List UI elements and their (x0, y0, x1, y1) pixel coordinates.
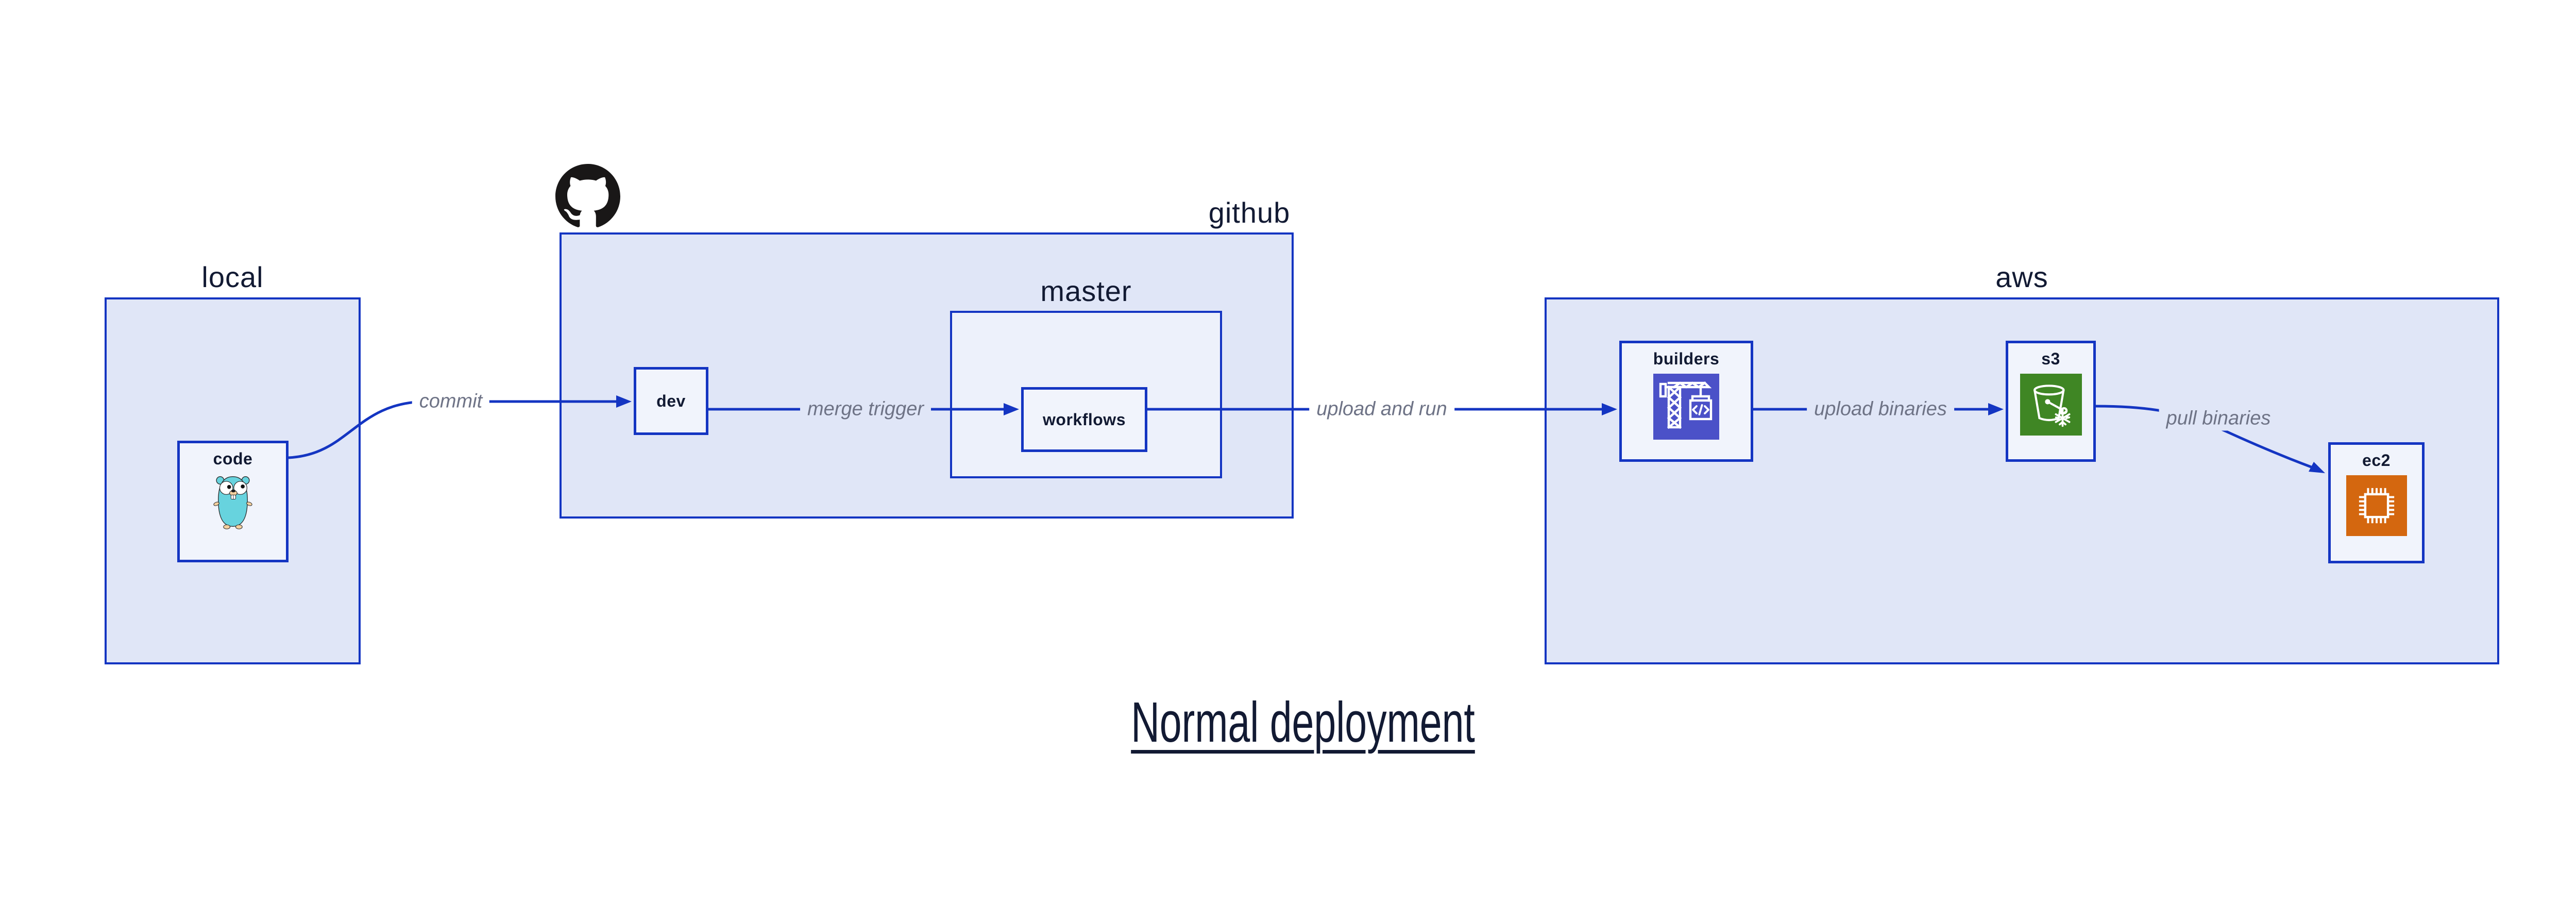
node-dev-label: dev (656, 391, 686, 410)
node-ec2: ec2 (2328, 442, 2425, 563)
edge-label-merge-trigger: merge trigger (800, 397, 931, 422)
container-master-label: master (1040, 275, 1132, 307)
node-builders: builders (1619, 341, 1753, 462)
edge-label-upload-binaries: upload binaries (1807, 397, 1954, 422)
container-local-label: local (201, 261, 264, 293)
node-workflows: workflows (1021, 387, 1147, 452)
aws-s3-glacier-icon (2020, 374, 2082, 436)
container-github-label: github (1208, 196, 1291, 229)
node-ec2-label: ec2 (2362, 451, 2391, 470)
node-code-label: code (213, 449, 253, 468)
node-workflows-label: workflows (1043, 410, 1126, 429)
node-code: code (177, 441, 289, 562)
aws-ec2-icon (2346, 475, 2407, 536)
edge-label-pull-binaries: pull binaries (2159, 406, 2278, 431)
node-dev: dev (634, 367, 708, 435)
container-aws-label: aws (1995, 261, 2048, 293)
aws-codebuild-icon (1653, 374, 1719, 440)
github-octocat-icon (555, 164, 620, 227)
node-s3-label: s3 (2041, 349, 2060, 368)
edge-label-commit: commit (412, 389, 490, 414)
node-s3: s3 (2006, 341, 2096, 462)
go-gopher-icon (213, 476, 252, 529)
diagram-title: Normal deployment (1131, 691, 1475, 754)
edge-label-upload-and-run: upload and run (1309, 397, 1454, 422)
node-builders-label: builders (1653, 349, 1720, 368)
